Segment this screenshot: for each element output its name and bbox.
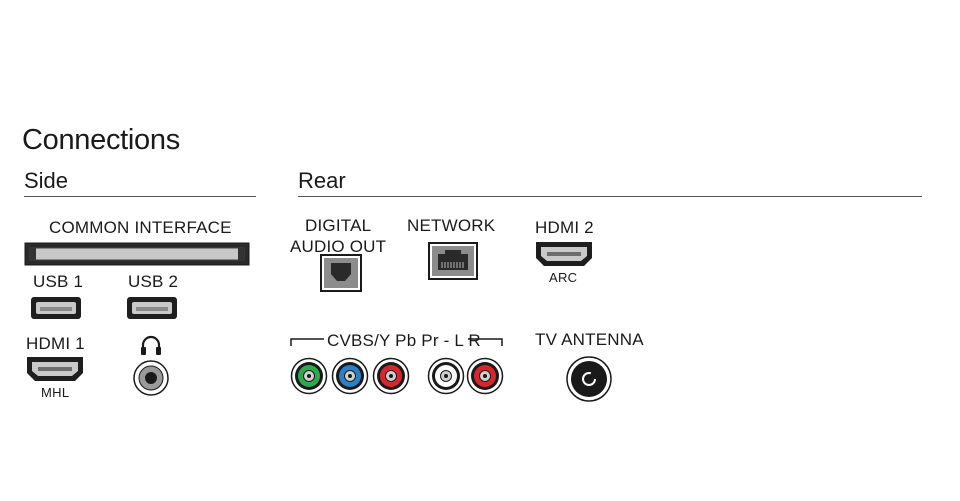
- tv-antenna-label: TV ANTENNA: [535, 330, 644, 349]
- usb1-port: [31, 297, 81, 319]
- usb2-label: USB 2: [128, 272, 179, 291]
- hdmi2-port: [536, 242, 592, 266]
- page-title: Connections: [22, 124, 180, 156]
- usb1-label: USB 1: [33, 272, 84, 291]
- hdmi2-label: HDMI 2: [535, 218, 594, 237]
- rear-heading: Rear: [298, 168, 346, 193]
- side-heading: Side: [24, 168, 69, 193]
- component-label: CVBS/Y Pb Pr - L R: [327, 331, 481, 350]
- rca-green-jack: [290, 357, 328, 395]
- rca-white-jack: [427, 357, 465, 395]
- hdmi1-port: [27, 357, 83, 381]
- headphone-jack: [133, 360, 169, 396]
- common-interface-label: COMMON INTERFACE: [49, 218, 232, 237]
- hdmi1-mhl-label: MHL: [41, 385, 70, 400]
- component-bracket: [290, 338, 503, 346]
- rear-divider: [298, 196, 922, 197]
- rca-red-jack-audio: [466, 357, 504, 395]
- optical-port: [320, 254, 362, 292]
- side-divider: [24, 196, 256, 197]
- network-port: [428, 242, 478, 280]
- digital-audio-label-line1: DIGITAL: [305, 216, 372, 235]
- hdmi1-label: HDMI 1: [26, 334, 85, 353]
- rca-blue-jack: [331, 357, 369, 395]
- antenna-port: [566, 356, 612, 402]
- common-interface-slot: [24, 242, 250, 266]
- rca-red-jack-video: [372, 357, 410, 395]
- headphone-icon: [141, 335, 161, 355]
- digital-audio-label-line2: AUDIO OUT: [290, 237, 387, 256]
- usb2-port: [127, 297, 177, 319]
- network-label: NETWORK: [407, 216, 496, 235]
- rca-jacks: [290, 357, 504, 395]
- hdmi2-arc-label: ARC: [549, 270, 578, 285]
